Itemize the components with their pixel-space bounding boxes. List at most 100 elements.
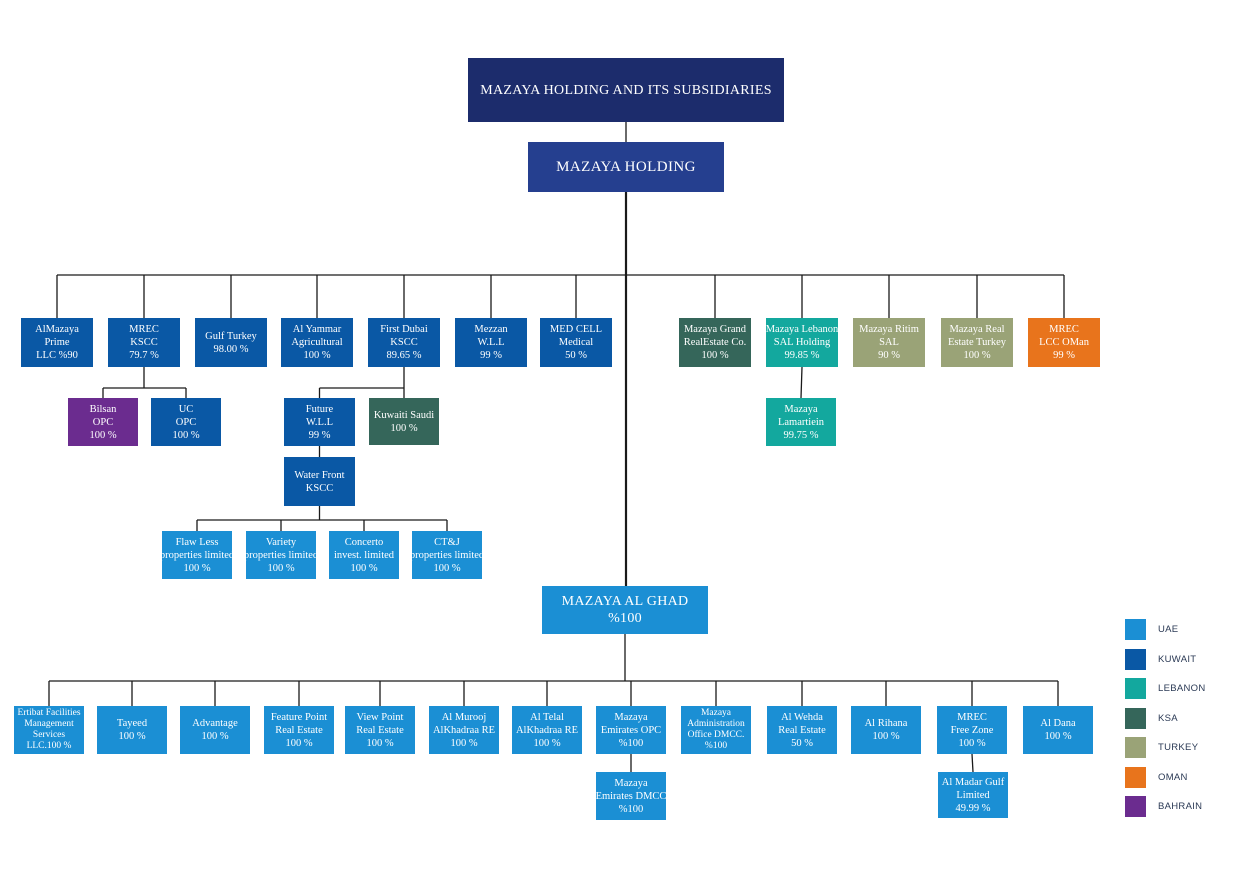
node-featurepoint-line: Real Estate	[275, 724, 323, 736]
node-firstdubai-line: KSCC	[390, 337, 418, 348]
node-ertibat-line: Services	[32, 730, 66, 740]
node-ertibat-line: Management	[24, 719, 74, 729]
legend-swatch-kuwait	[1125, 648, 1146, 670]
node-alwehda-line: Real Estate	[778, 724, 826, 736]
node-almazaya-line: AlMazaya	[35, 324, 79, 335]
edge-lebanon-lamartiein	[800, 366, 803, 399]
node-almadar-line: Limited	[956, 789, 990, 801]
node-ritim-line: Mazaya Ritim	[859, 324, 919, 335]
node-ctj-line: CT&J	[434, 536, 460, 548]
node-oman-line: 99 %	[1053, 350, 1075, 361]
node-viewpoint-line: Real Estate	[356, 724, 404, 736]
node-altelal-line: 100 %	[533, 737, 561, 749]
node-aldana-line: Al Dana	[1040, 718, 1076, 729]
node-alrihana-line: Al Rihana	[864, 718, 908, 729]
node-advantage-line: Advantage	[192, 718, 238, 729]
node-almurooj-line: 100 %	[450, 737, 478, 749]
node-mezzan-line: W.L.L	[477, 337, 505, 348]
legend-label-oman: OMAN	[1158, 771, 1188, 783]
node-top-line: MAZAYA HOLDING AND ITS SUBSIDIARIES	[480, 82, 772, 98]
node-lebanon-line: 99.85 %	[784, 350, 820, 361]
node-viewpoint-line: View Point	[356, 711, 404, 723]
node-ctj-line: 100 %	[433, 562, 461, 574]
node-almurooj-line: Al Murooj	[441, 711, 487, 723]
node-concerto-line: Concerto	[344, 536, 384, 548]
node-uc-line: OPC	[175, 416, 197, 428]
node-adminoffice-line: Mazaya	[700, 708, 732, 718]
node-mazayagrand-line: 100 %	[701, 350, 729, 361]
node-alwehda-line: 50 %	[791, 737, 813, 749]
node-mrec-line: KSCC	[130, 337, 158, 348]
node-holding-line: MAZAYA HOLDING	[556, 159, 696, 175]
node-uc-line: UC	[178, 403, 194, 415]
node-realturkey-line: Mazaya Real	[949, 324, 1005, 335]
node-altelal-line: Al Telal	[530, 711, 564, 723]
node-alyammar-line: Al Yammar	[292, 324, 342, 335]
node-uc-line: 100 %	[172, 429, 200, 441]
node-ritim-line: 90 %	[878, 350, 900, 361]
node-adminoffice-line: Office DMCC.	[687, 730, 745, 740]
node-featurepoint-line: 100 %	[285, 737, 313, 749]
node-emiratesopc-line: Emirates OPC	[600, 724, 662, 736]
legend-swatch-bahrain	[1125, 796, 1146, 817]
node-future-line: 99 %	[308, 429, 331, 441]
node-concerto-line: 100 %	[350, 562, 378, 574]
node-realturkey-line: Estate Turkey	[947, 337, 1007, 348]
node-ctj-line: properties limited	[409, 549, 485, 561]
node-mrecfz-line: Free Zone	[950, 724, 994, 736]
node-gulfturkey-line: 98.00 %	[213, 343, 249, 355]
node-lamartiein-line: 99.75 %	[783, 429, 819, 441]
legend-swatch-lebanon	[1125, 678, 1146, 699]
legend-swatch-oman	[1125, 766, 1146, 788]
node-mazayagrand-line: RealEstate Co.	[683, 337, 747, 348]
node-featurepoint-line: Feature Point	[270, 711, 328, 723]
node-ritim-line: SAL	[879, 337, 899, 348]
node-emiratesdmcc-line: Mazaya	[614, 777, 648, 789]
node-almurooj-line: AlKhadraa RE	[432, 724, 496, 736]
node-future-line: Future	[305, 403, 334, 415]
node-adminoffice-line: Administration	[687, 719, 745, 729]
node-almadar-line: Al Madar Gulf	[941, 776, 1005, 788]
node-altelal-line: AlKhadraa RE	[515, 724, 579, 736]
node-bilsan-line: 100 %	[89, 429, 117, 441]
node-mezzan-line: Mezzan	[474, 324, 508, 335]
node-lamartiein-line: Mazaya	[784, 403, 818, 415]
node-viewpoint-line: 100 %	[366, 737, 394, 749]
node-bilsan-line: OPC	[92, 416, 114, 428]
node-almazaya-line: Prime	[44, 337, 70, 348]
node-kuwaitisaudi-line: Kuwaiti Saudi	[373, 409, 435, 421]
node-medcell-line: MED CELL	[549, 324, 603, 335]
node-emiratesdmcc-line: %100	[618, 803, 644, 815]
node-mrec-line: MREC	[129, 324, 159, 335]
node-mezzan-line: 99 %	[480, 350, 502, 361]
node-firstdubai-line: First Dubai	[380, 324, 428, 335]
node-mrecfz-line: MREC	[957, 711, 987, 723]
node-oman-line: LCC OMan	[1039, 337, 1089, 348]
node-alrihana-line: 100 %	[872, 731, 900, 742]
node-aldana-line: 100 %	[1044, 731, 1072, 742]
node-advantage-line: 100 %	[201, 731, 229, 742]
node-adminoffice-line: %100	[704, 741, 728, 751]
node-tayeed-line: Tayeed	[116, 718, 148, 729]
node-variety-line: properties limited	[243, 549, 319, 561]
node-emiratesopc-line: Mazaya	[614, 711, 648, 723]
